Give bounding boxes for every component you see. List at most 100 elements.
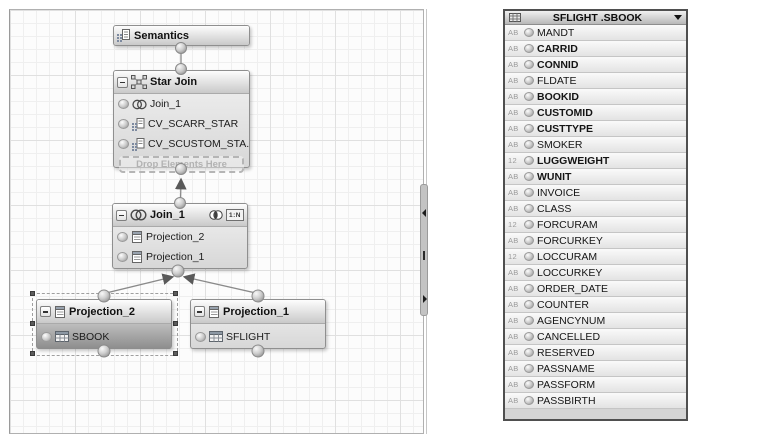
item-label: Projection_1: [146, 251, 205, 263]
projection1-source[interactable]: SFLIGHT: [191, 324, 325, 349]
column-type-label: AB: [508, 28, 519, 37]
collapse-button[interactable]: [117, 76, 128, 88]
selection-handle[interactable]: [30, 351, 35, 356]
star-join-item-cv-scustom[interactable]: CV_SCUSTOM_STA.: [114, 134, 249, 154]
column-row[interactable]: AB CUSTTYPE: [505, 121, 686, 137]
collapse-button[interactable]: [194, 306, 205, 317]
projection-icon: [131, 251, 143, 263]
column-row[interactable]: AB PASSBIRTH: [505, 393, 686, 409]
drop-elements-zone[interactable]: Drop Elements Here: [119, 156, 244, 173]
sphere-icon: [524, 172, 534, 181]
projection-icon: [54, 305, 66, 318]
sphere-icon: [41, 331, 52, 342]
sphere-icon: [524, 268, 534, 277]
datasource-panel: SFLIGHT .SBOOK AB MANDT AB CARRID AB CON…: [503, 9, 688, 421]
sphere-icon: [524, 156, 534, 165]
column-type-label: AB: [508, 124, 519, 133]
column-name: CARRID: [537, 42, 578, 55]
join-node[interactable]: Join_1 1:N Projection_2 Pr: [112, 203, 248, 269]
sphere-icon: [524, 380, 534, 389]
semantics-label: Semantics: [134, 29, 190, 42]
sphere-icon: [524, 396, 534, 405]
chevron-down-icon[interactable]: [674, 15, 682, 20]
column-name: ORDER_DATE: [537, 282, 608, 295]
collapse-right-icon[interactable]: [423, 295, 427, 303]
table-icon: [509, 13, 521, 22]
selection-handle[interactable]: [101, 291, 106, 296]
column-row[interactable]: AB COUNTER: [505, 297, 686, 313]
selection-handle[interactable]: [173, 291, 178, 296]
column-row[interactable]: AB FORCURKEY: [505, 233, 686, 249]
collapse-button[interactable]: [116, 209, 127, 221]
column-name: LUGGWEIGHT: [537, 154, 610, 167]
join-item-projection1[interactable]: Projection_1: [113, 247, 247, 267]
inner-join-icon: [209, 210, 223, 220]
column-row[interactable]: AB LOCCURKEY: [505, 265, 686, 281]
column-name: PASSFORM: [537, 378, 596, 391]
column-name: CUSTOMID: [537, 106, 593, 119]
projection2-source[interactable]: SBOOK: [37, 324, 171, 349]
join-item-projection2[interactable]: Projection_2: [113, 227, 247, 247]
sphere-icon: [524, 252, 534, 261]
column-row[interactable]: AB ORDER_DATE: [505, 281, 686, 297]
column-row[interactable]: AB CLASS: [505, 201, 686, 217]
column-name: BOOKID: [537, 90, 579, 103]
star-join-node[interactable]: Star Join Join_1 CV_SCARR_S: [113, 70, 250, 173]
source-label: SFLIGHT: [226, 330, 271, 343]
column-row[interactable]: AB BOOKID: [505, 89, 686, 105]
column-row[interactable]: AB PASSNAME: [505, 361, 686, 377]
projection-icon: [208, 305, 220, 318]
column-row[interactable]: AB CUSTOMID: [505, 105, 686, 121]
selection-handle[interactable]: [173, 321, 178, 326]
column-row[interactable]: 12 FORCURAM: [505, 217, 686, 233]
column-type-label: AB: [508, 60, 519, 69]
collapse-left-icon[interactable]: [422, 209, 426, 217]
sphere-icon: [195, 331, 206, 342]
collapse-button[interactable]: [40, 306, 51, 317]
splitter-grip-icon: [423, 251, 425, 260]
column-row[interactable]: AB MANDT: [505, 25, 686, 41]
column-type-label: 12: [508, 220, 517, 229]
column-row[interactable]: AB CARRID: [505, 41, 686, 57]
projection2-title: Projection_2: [69, 305, 136, 318]
datasource-panel-header[interactable]: SFLIGHT .SBOOK: [505, 11, 686, 25]
selection-handle[interactable]: [30, 291, 35, 296]
sphere-icon: [524, 44, 534, 53]
selection-handle[interactable]: [30, 321, 35, 326]
column-row[interactable]: 12 LOCCURAM: [505, 249, 686, 265]
column-row[interactable]: AB RESERVED: [505, 345, 686, 361]
column-type-label: AB: [508, 316, 519, 325]
column-name: FLDATE: [537, 74, 577, 87]
column-row[interactable]: AB WUNIT: [505, 169, 686, 185]
column-row[interactable]: 12 LUGGWEIGHT: [505, 153, 686, 169]
column-type-label: AB: [508, 108, 519, 117]
column-name: FORCURKEY: [537, 234, 603, 247]
projection1-node[interactable]: Projection_1 SFLIGHT: [190, 299, 326, 349]
column-type-label: AB: [508, 92, 519, 101]
column-row[interactable]: AB CANCELLED: [505, 329, 686, 345]
selection-handle[interactable]: [101, 351, 106, 356]
panel-splitter[interactable]: [420, 184, 428, 316]
join-venn-icon: [130, 209, 147, 221]
join-title: Join_1: [150, 209, 185, 221]
projection-icon: [131, 231, 143, 243]
column-type-label: AB: [508, 188, 519, 197]
column-row[interactable]: AB PASSFORM: [505, 377, 686, 393]
column-row[interactable]: AB CONNID: [505, 57, 686, 73]
column-row[interactable]: AB FLDATE: [505, 73, 686, 89]
star-join-item-join1[interactable]: Join_1: [114, 94, 249, 114]
column-row[interactable]: AB INVOICE: [505, 185, 686, 201]
sphere-icon: [117, 232, 128, 242]
column-row[interactable]: AB AGENCYNUM: [505, 313, 686, 329]
column-row[interactable]: AB SMOKER: [505, 137, 686, 153]
column-name: FORCURAM: [537, 218, 598, 231]
item-label: Join_1: [150, 98, 181, 110]
projection2-node[interactable]: Projection_2 SBOOK: [36, 299, 172, 349]
semantics-node[interactable]: Semantics: [113, 25, 250, 46]
star-join-item-cv-scarr[interactable]: CV_SCARR_STAR: [114, 114, 249, 134]
sphere-icon: [118, 99, 129, 109]
selection-handle[interactable]: [173, 351, 178, 356]
column-type-label: AB: [508, 172, 519, 181]
cardinality-badge[interactable]: 1:N: [226, 209, 244, 221]
